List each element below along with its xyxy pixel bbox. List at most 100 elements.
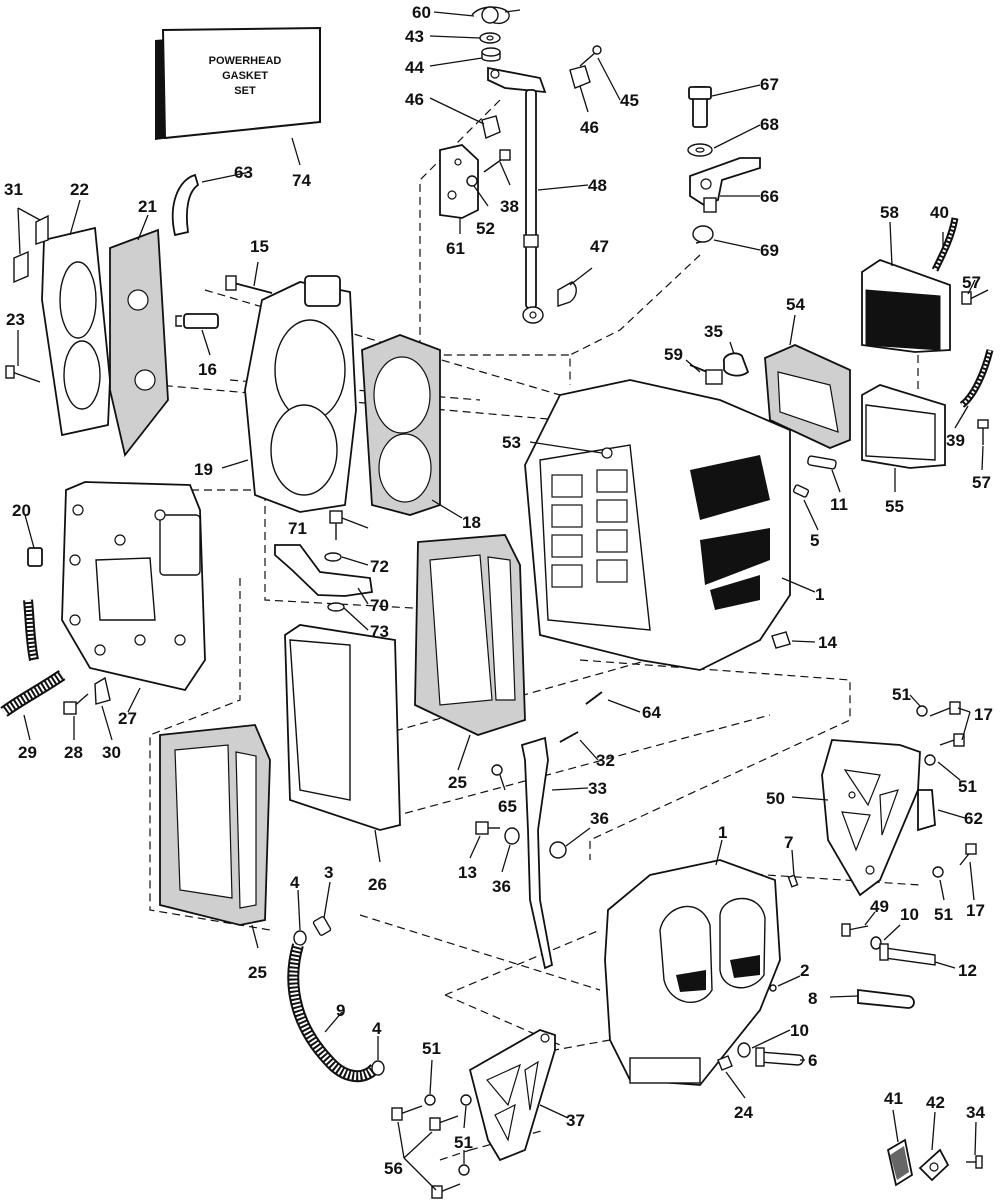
crankcase-upper [524,379,841,671]
callout-2: 2 [800,961,809,980]
callout-63: 63 [234,163,253,182]
callout-11: 11 [830,495,848,514]
mount-bracket-50 [791,694,977,901]
callout-55: 55 [885,497,904,516]
transfer-cover-gaskets [159,534,526,949]
callout-27: 27 [118,709,137,728]
callout-64: 64 [642,703,661,722]
callout-1-lower: 1 [718,823,727,842]
callout-38: 38 [500,197,519,216]
callout-8: 8 [808,989,817,1008]
callout-57-bottom: 57 [972,473,991,492]
callout-39: 39 [946,431,965,450]
callout-70: 70 [370,596,389,615]
callout-36-right: 36 [590,809,609,828]
callout-12: 12 [958,961,977,980]
callout-65: 65 [498,797,517,816]
callout-51-mid: 51 [958,777,977,796]
callout-7: 7 [784,833,793,852]
callout-60: 60 [412,3,431,22]
callout-62: 62 [964,809,983,828]
callout-41: 41 [884,1089,903,1108]
callout-46-right: 46 [580,118,599,137]
callout-35: 35 [704,322,723,341]
box-label-line3: SET [234,85,256,97]
callout-51-lower: 51 [454,1133,473,1152]
callout-42: 42 [926,1093,945,1112]
callout-14: 14 [818,633,837,652]
callout-33: 33 [588,779,607,798]
callout-47: 47 [590,237,609,256]
callout-9: 9 [336,1001,345,1020]
callout-24: 24 [734,1103,753,1122]
callout-52: 52 [476,219,495,238]
callout-58: 58 [880,203,899,222]
callout-59: 59 [664,345,683,364]
link-rod-and-springs [469,691,641,970]
callout-51-top: 51 [892,685,911,704]
callout-19: 19 [194,460,213,479]
throttle-cam [274,510,374,631]
cylinder-head [221,275,463,519]
callout-43: 43 [405,27,424,46]
callout-13: 13 [458,863,477,882]
gasket-set-box: POWERHEAD GASKET SET [155,26,321,140]
callout-30: 30 [102,743,121,762]
throttle-linkage [439,6,602,324]
callout-17-bottom: 17 [966,901,985,920]
callout-74: 74 [292,171,311,190]
top-right-covers [861,217,994,492]
callout-56: 56 [384,1159,403,1178]
callout-45: 45 [620,91,639,110]
callout-3: 3 [324,863,333,882]
intake-gasket [685,314,851,449]
callout-48: 48 [588,176,607,195]
callout-21: 21 [138,197,157,216]
box-label-line2: GASKET [222,70,268,82]
callout-71: 71 [288,519,307,538]
callout-29: 29 [18,743,37,762]
box-label-line1: POWERHEAD [209,55,282,67]
callout-1-upper: 1 [815,585,824,604]
callout-46-top: 46 [405,90,424,109]
callout-4-top: 4 [290,873,300,892]
callout-66: 66 [760,187,779,206]
callout-20: 20 [12,501,31,520]
callout-72: 72 [370,557,389,576]
callout-32: 32 [596,751,615,770]
callout-34: 34 [966,1103,985,1122]
callout-69: 69 [760,241,779,260]
callout-57-top: 57 [962,273,981,292]
callout-10-top: 10 [900,905,919,924]
callout-31: 31 [4,180,23,199]
exhaust-cover-left [5,199,169,458]
callout-5: 5 [810,531,819,550]
callout-37: 37 [566,1111,585,1130]
callout-67: 67 [760,75,779,94]
callout-44: 44 [405,58,424,77]
callout-68: 68 [760,115,779,134]
callout-50: 50 [766,789,785,808]
callout-61: 61 [446,239,465,258]
callout-16: 16 [198,360,217,379]
callout-10-bottom: 10 [790,1021,809,1040]
crankcase-lower [604,839,956,1099]
callout-36-left: 36 [492,877,511,896]
callout-22: 22 [70,180,89,199]
leader-lines-top [429,11,621,286]
callout-51-bottom: 51 [422,1039,441,1058]
callout-26: 26 [368,875,387,894]
callout-23: 23 [6,310,25,329]
callout-labels: 60 43 44 46 46 45 48 38 52 61 47 67 68 6… [4,3,993,1178]
mount-bracket-37 [391,1029,569,1199]
callout-15: 15 [250,237,269,256]
callout-40: 40 [930,203,949,222]
callout-53: 53 [502,433,521,452]
callout-25-lower: 25 [248,963,267,982]
lever-assembly [687,84,761,251]
cylinder-head-area [171,171,273,356]
hose-assembly [287,881,385,1083]
callout-54: 54 [786,295,805,314]
callout-18: 18 [462,513,481,532]
